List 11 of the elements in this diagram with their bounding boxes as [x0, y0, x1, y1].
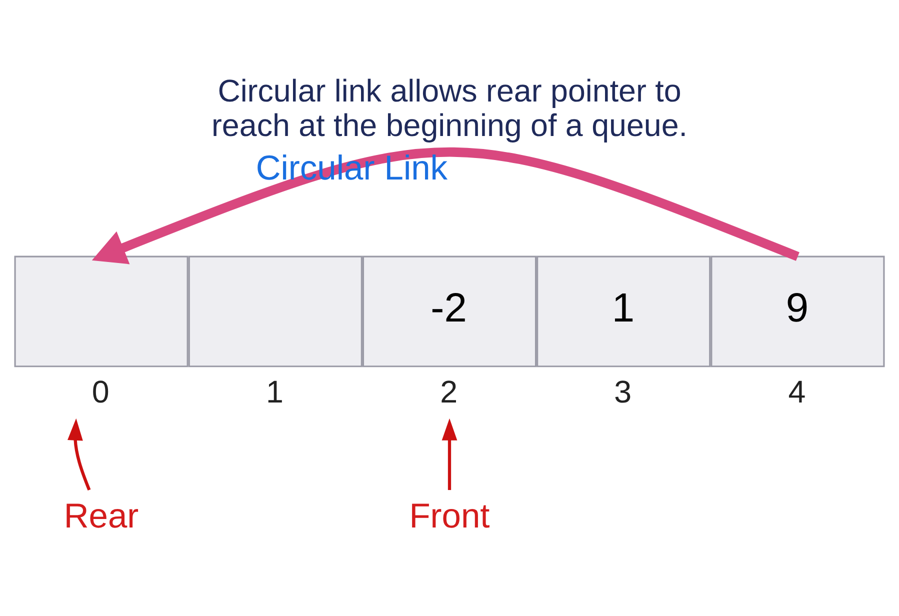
node-label: 2 — [440, 374, 458, 409]
node-label: 4 — [788, 374, 806, 409]
arrow — [92, 147, 800, 264]
node-text: Front — [409, 496, 490, 535]
node-label: 1 — [266, 374, 284, 409]
node-label: 0 — [92, 374, 110, 409]
node-label: 3 — [614, 374, 632, 409]
arrow — [68, 418, 91, 490]
diagram-title: Circular link allows rear pointer to reach at the beginning of a queue. — [212, 73, 688, 143]
node-text: Rear — [64, 496, 139, 535]
arrow — [442, 418, 458, 490]
